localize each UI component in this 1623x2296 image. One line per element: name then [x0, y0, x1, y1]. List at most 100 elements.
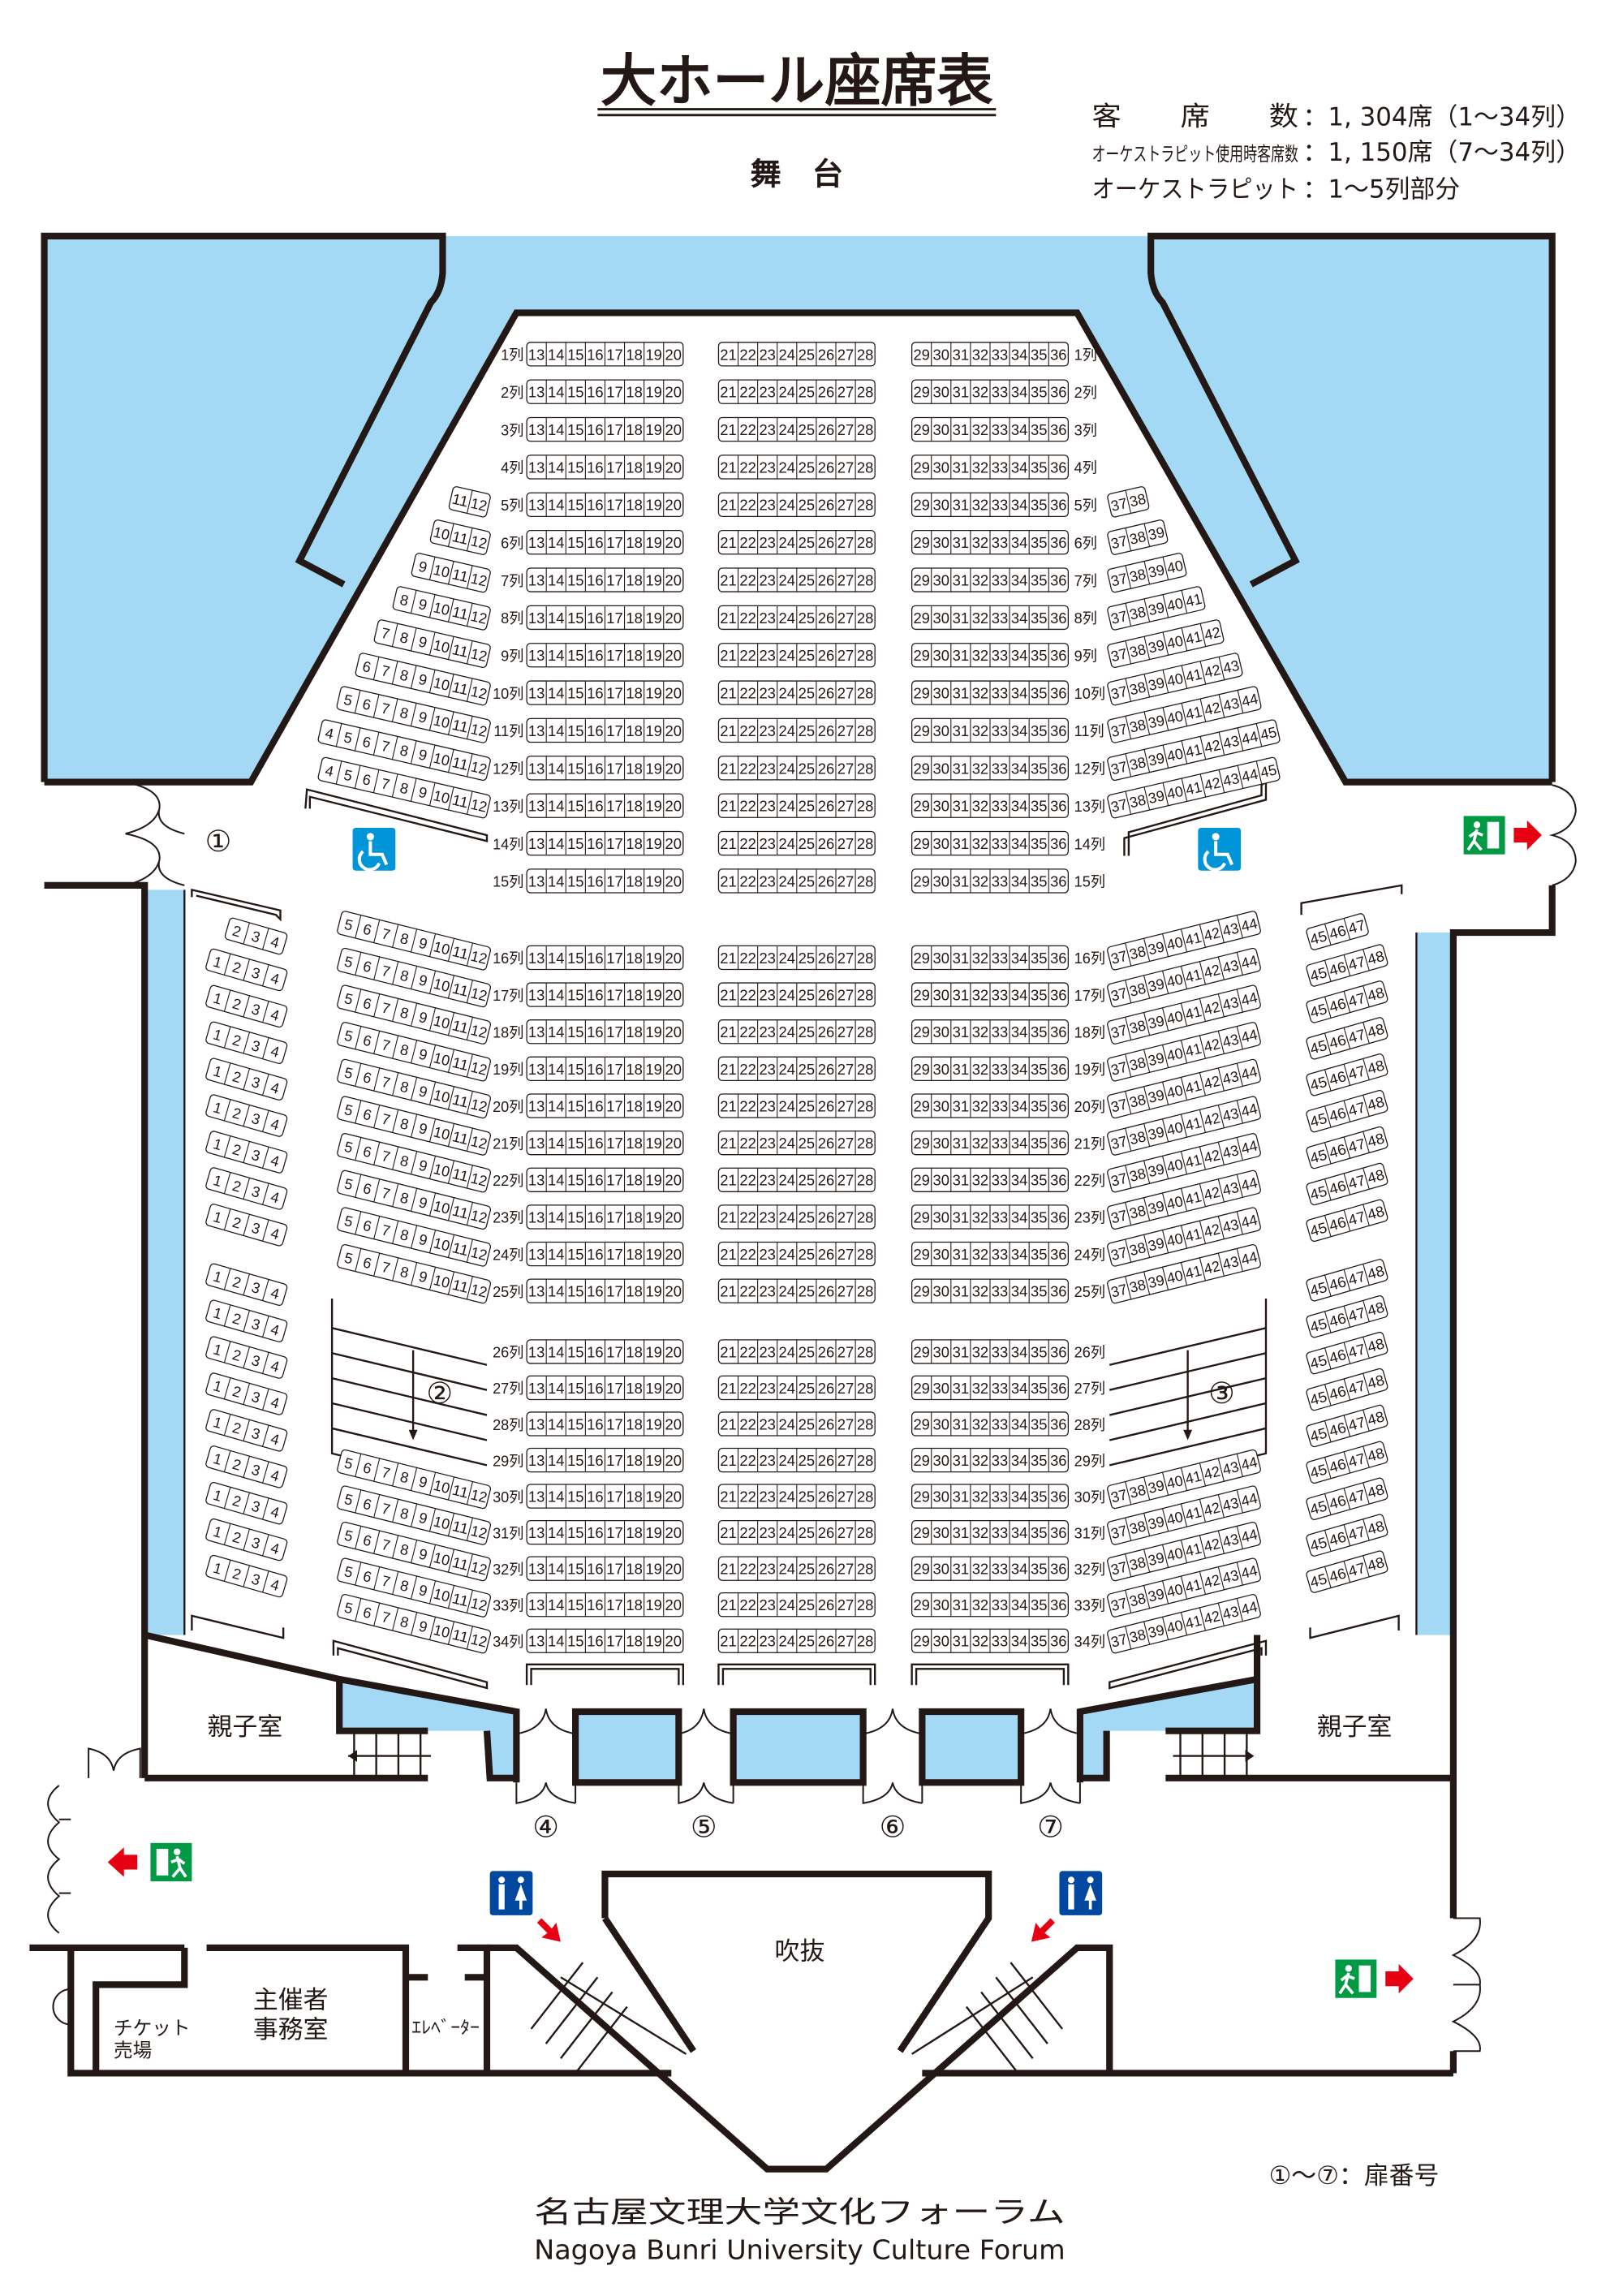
seat-number[interactable]: 39 — [1147, 599, 1166, 618]
seat-number[interactable]: 37 — [1109, 645, 1129, 665]
seat-number[interactable]: 34 — [1011, 1381, 1027, 1397]
seat-number[interactable]: 39 — [1147, 1549, 1166, 1569]
seat-number[interactable]: 24 — [779, 648, 795, 664]
seat-number[interactable]: 22 — [739, 1634, 756, 1650]
seat-number[interactable]: 15 — [567, 1284, 583, 1300]
seat-number[interactable]: 16 — [587, 1453, 603, 1469]
seat-number[interactable]: 29 — [913, 610, 929, 627]
seat-number[interactable]: 28 — [857, 836, 873, 852]
seat-number[interactable]: 21 — [720, 1284, 736, 1300]
seat-number[interactable]: 17 — [606, 422, 622, 438]
seat-number[interactable]: 20 — [665, 422, 682, 438]
seat-number[interactable]: 22 — [739, 1284, 756, 1300]
seat-number[interactable]: 17 — [606, 1416, 622, 1432]
seat-number[interactable]: 23 — [759, 1525, 775, 1541]
seat-number[interactable]: 42 — [1202, 962, 1221, 981]
seat-number[interactable]: 13 — [528, 1381, 545, 1397]
seat-number[interactable]: 25 — [799, 1597, 815, 1613]
seat-number[interactable]: 24 — [779, 347, 795, 363]
seat-number[interactable]: 21 — [720, 836, 736, 852]
seat-number[interactable]: 36 — [1050, 686, 1066, 702]
seat-number[interactable]: 19 — [645, 988, 661, 1004]
seat-number[interactable]: 10 — [432, 1013, 451, 1032]
seat-number[interactable]: 37 — [1109, 1281, 1129, 1300]
seat-number[interactable]: 29 — [913, 1416, 929, 1432]
seat-number[interactable]: 43 — [1221, 695, 1241, 714]
seat-number[interactable]: 24 — [779, 723, 795, 739]
seat-number[interactable]: 26 — [818, 498, 834, 514]
seat-number[interactable]: 11 — [450, 1554, 470, 1574]
seat-number[interactable]: 32 — [972, 873, 988, 890]
seat-number[interactable]: 34 — [1011, 950, 1027, 967]
seat-number[interactable]: 33 — [992, 385, 1008, 401]
seat-number[interactable]: 42 — [1202, 1073, 1221, 1092]
seat-number[interactable]: 7 — [380, 1148, 392, 1165]
seat-number[interactable]: 11 — [450, 754, 470, 773]
seat-number[interactable]: 40 — [1165, 1581, 1185, 1600]
seat-number[interactable]: 5 — [342, 691, 354, 709]
seat-number[interactable]: 41 — [1184, 1613, 1203, 1632]
seat-number[interactable]: 36 — [1050, 648, 1066, 664]
seat-number[interactable]: 32 — [972, 1284, 988, 1300]
seat-number[interactable]: 8 — [398, 1041, 411, 1059]
seat-number[interactable]: 15 — [567, 836, 583, 852]
seat-number[interactable]: 24 — [779, 1062, 795, 1078]
seat-number[interactable]: 30 — [933, 648, 949, 664]
seat-number[interactable]: 12 — [469, 984, 489, 1004]
seat-number[interactable]: 38 — [1128, 1017, 1147, 1036]
seat-number[interactable]: 24 — [779, 1634, 795, 1650]
seat-number[interactable]: 19 — [645, 686, 661, 702]
seat-number[interactable]: 20 — [665, 836, 682, 852]
seat-number[interactable]: 24 — [779, 836, 795, 852]
seat-number[interactable]: 33 — [992, 836, 1008, 852]
seat-number[interactable]: 39 — [1147, 712, 1166, 731]
seat-number[interactable]: 6 — [361, 1069, 373, 1087]
seat-number[interactable]: 34 — [1011, 1247, 1027, 1263]
seat-number[interactable]: 17 — [606, 1597, 622, 1613]
seat-number[interactable]: 38 — [1128, 1554, 1147, 1574]
seat-number[interactable]: 11 — [450, 1054, 470, 1074]
seat-number[interactable]: 34 — [1011, 610, 1027, 627]
seat-number[interactable]: 40 — [1165, 745, 1185, 765]
seat-number[interactable]: 7 — [380, 925, 392, 943]
seat-number[interactable]: 14 — [548, 535, 564, 551]
seat-number[interactable]: 9 — [417, 971, 429, 989]
seat-number[interactable]: 25 — [799, 610, 815, 627]
seat-number[interactable]: 43 — [1220, 1105, 1240, 1125]
seat-number[interactable]: 15 — [567, 1562, 583, 1578]
seat-number[interactable]: 35 — [1031, 1562, 1047, 1578]
seat-number[interactable]: 15 — [567, 1062, 583, 1078]
seat-number[interactable]: 15 — [567, 1209, 583, 1226]
seat-number[interactable]: 9 — [417, 1157, 429, 1175]
seat-number[interactable]: 27 — [837, 1634, 854, 1650]
seat-number[interactable]: 15 — [567, 648, 583, 664]
seat-number[interactable]: 40 — [1165, 1509, 1185, 1528]
seat-number[interactable]: 26 — [818, 1597, 834, 1613]
seat-number[interactable]: 34 — [1011, 347, 1027, 363]
seat-number[interactable]: 31 — [953, 1453, 969, 1469]
seat-number[interactable]: 33 — [992, 799, 1008, 815]
seat-number[interactable]: 33 — [992, 1024, 1008, 1040]
seat-number[interactable]: 21 — [720, 422, 736, 438]
seat-number[interactable]: 6 — [361, 734, 372, 752]
seat-number[interactable]: 20 — [665, 950, 682, 967]
seat-number[interactable]: 15 — [567, 1381, 583, 1397]
seat-number[interactable]: 29 — [913, 1135, 929, 1152]
seat-number[interactable]: 29 — [913, 760, 929, 777]
seat-number[interactable]: 23 — [759, 535, 775, 551]
seat-number[interactable]: 44 — [1240, 728, 1259, 747]
seat-number[interactable]: 28 — [857, 572, 873, 588]
seat-number[interactable]: 33 — [992, 610, 1008, 627]
seat-number[interactable]: 39 — [1147, 674, 1166, 694]
seat-number[interactable]: 32 — [972, 723, 988, 739]
seat-number[interactable]: 31 — [953, 648, 969, 664]
seat-number[interactable]: 39 — [1147, 1622, 1166, 1641]
seat-number[interactable]: 37 — [1109, 495, 1129, 515]
seat-number[interactable]: 16 — [587, 1525, 603, 1541]
seat-number[interactable]: 23 — [759, 459, 775, 476]
seat-number[interactable]: 21 — [720, 1562, 736, 1578]
seat-number[interactable]: 17 — [606, 1562, 622, 1578]
seat-number[interactable]: 28 — [857, 988, 873, 1004]
seat-number[interactable]: 20 — [665, 1562, 682, 1578]
seat-number[interactable]: 5 — [342, 1527, 355, 1545]
